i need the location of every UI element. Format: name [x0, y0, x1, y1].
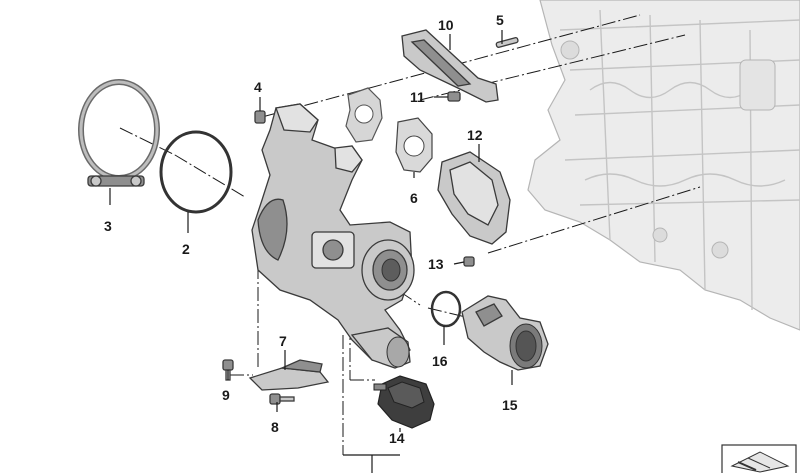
bolt-4 [254, 110, 266, 124]
gasket-ring [159, 130, 233, 214]
callout-15: 15 [502, 397, 518, 413]
callout-7: 7 [279, 333, 287, 349]
screw-11 [447, 91, 461, 102]
wastegate-actuator [373, 375, 435, 429]
leader-lines [109, 30, 513, 473]
callout-9: 9 [222, 387, 230, 403]
stud-5 [495, 37, 519, 48]
support-bracket [248, 359, 330, 391]
callout-14: 14 [389, 430, 405, 446]
v-band-clamp [78, 79, 160, 187]
manifold-gasket-upper [345, 87, 383, 143]
bolt-8 [269, 393, 295, 405]
parts-diagram-symbol-icon [721, 444, 797, 473]
callout-13: 13 [428, 256, 444, 272]
flange-gasket [395, 117, 433, 173]
callout-3: 3 [104, 218, 112, 234]
screw-13 [463, 256, 475, 267]
callout-8: 8 [271, 419, 279, 435]
callout-16: 16 [432, 353, 448, 369]
callout-11: 11 [410, 89, 425, 105]
heat-shield [437, 151, 511, 245]
callout-4: 4 [254, 79, 262, 95]
callout-labels: 3 2 4 5 6 7 8 9 10 11 12 13 14 15 16 [104, 12, 518, 446]
engine-block [527, 0, 800, 331]
o-ring [430, 290, 462, 328]
heat-shield-bracket [401, 29, 499, 103]
callout-12: 12 [467, 127, 483, 143]
callout-6: 6 [410, 190, 418, 206]
outlet-elbow [461, 295, 549, 371]
turbocharger [251, 103, 415, 369]
callout-5: 5 [496, 12, 504, 28]
callout-10: 10 [438, 17, 454, 33]
callout-2: 2 [182, 241, 190, 257]
